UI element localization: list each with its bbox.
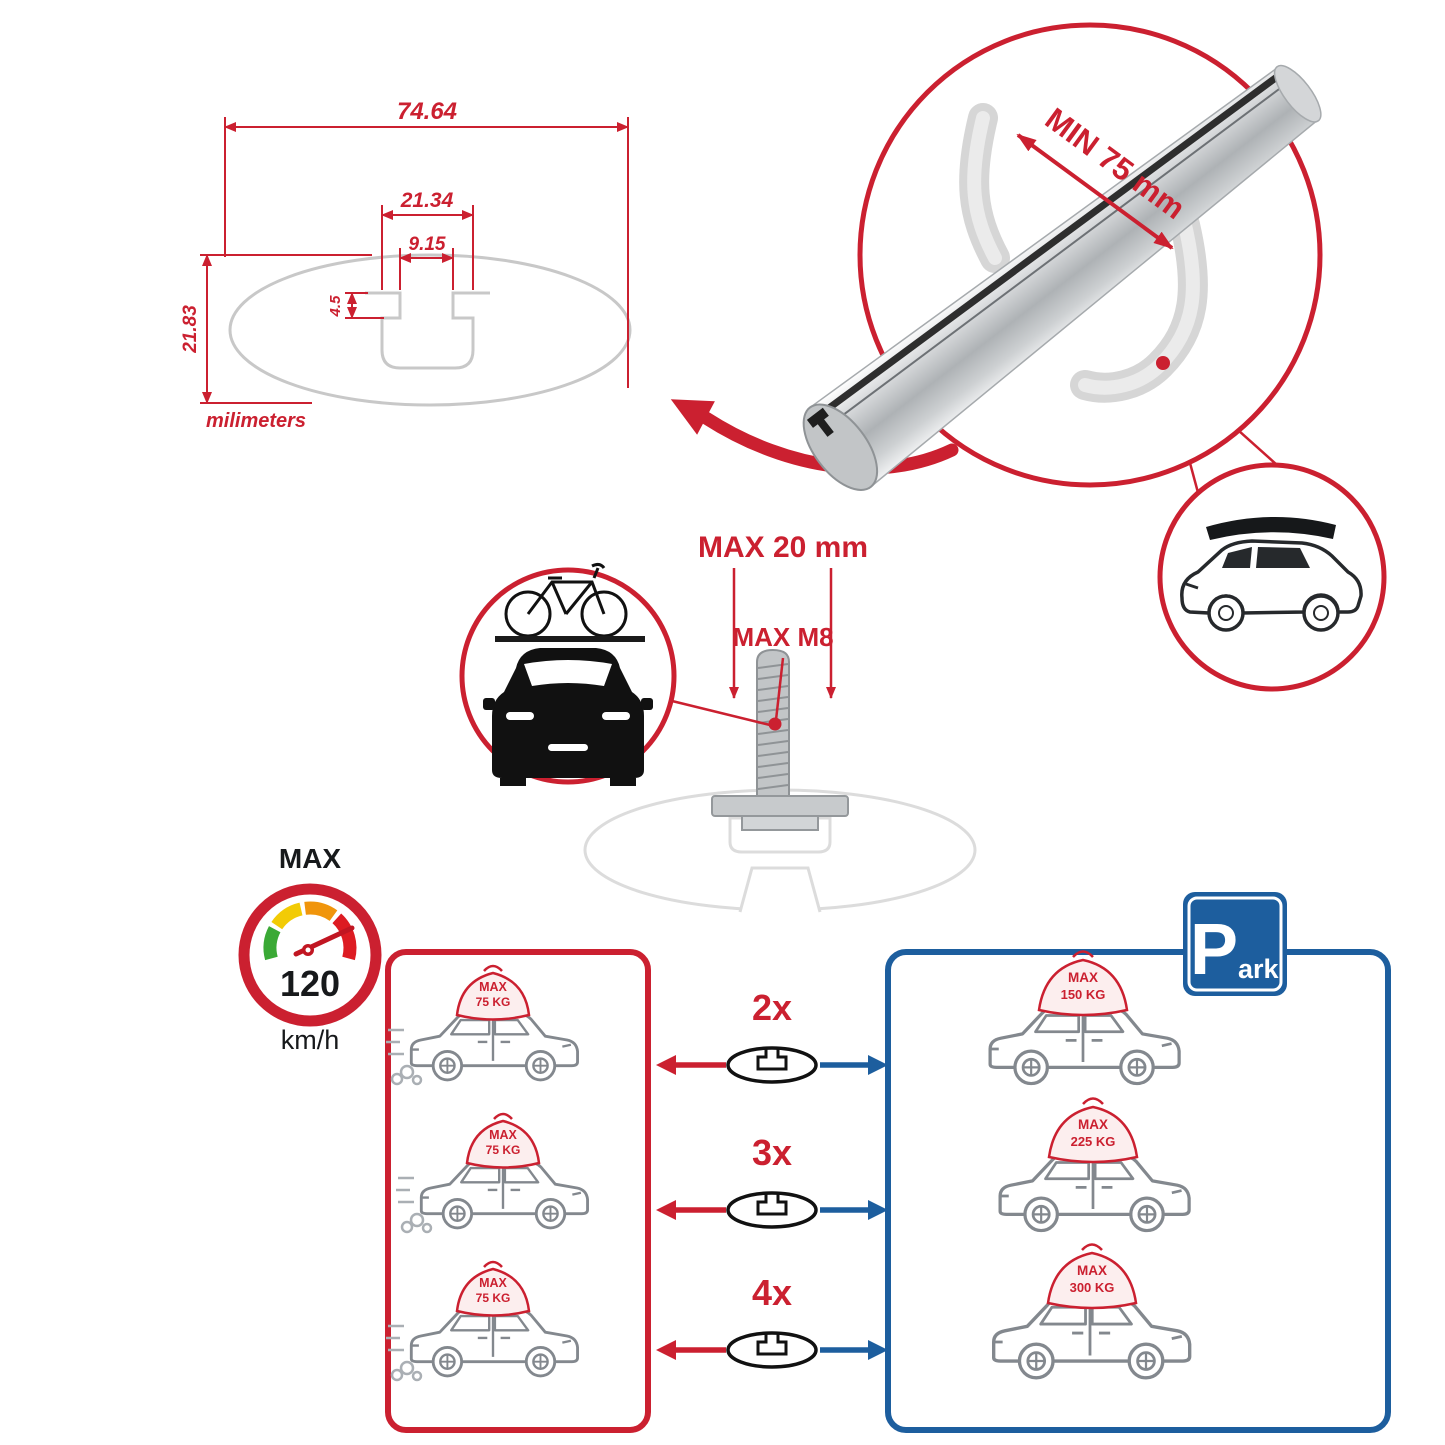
roofbox-suv-icon [1180,516,1363,632]
suv-icon [409,1306,579,1378]
bag-value: 75 KG [476,995,511,1009]
car-front-icon [483,648,653,786]
parking-rest: ark [1238,954,1280,984]
left-arrowhead [656,1055,676,1075]
dim-lip-depth: 4.5 [327,295,344,318]
bag-label: MAX [1068,970,1098,985]
callout-dot [768,717,782,731]
dim-channel-outer: 21.34 [400,189,454,212]
speed-value: 120 [280,963,340,1004]
right-arrowhead [868,1055,888,1075]
dimension-lines [200,117,629,404]
multiplier-row: 4x [656,1272,888,1369]
speed-limit-badge: MAX 120 km/h [238,843,382,1055]
bolt-max-thread-label: MAX M8 [732,622,833,652]
left-arrowhead [656,1340,676,1360]
multiplier-row: 2x [656,987,888,1084]
bag-value: 75 KG [476,1291,511,1305]
roof-bag-icon: MAX 300 KG [1046,1243,1138,1310]
bag-value: 75 KG [486,1143,521,1157]
crossbar-section-icon [726,1191,818,1229]
roof-bag-icon: MAX 75 KG [455,964,531,1021]
roof-bag-icon: MAX 150 KG [1037,950,1129,1017]
bag-value: 150 KG [1061,987,1106,1002]
bag-label: MAX [479,1276,507,1290]
bag-label: MAX [1078,1117,1108,1132]
crossbar-closeup: MIN 75 mm [802,22,1323,501]
bolt-max-length-label: MAX 20 mm [698,531,868,564]
t-slot-profile [365,291,490,370]
driving-load-box: MAX 75 KG MAX 75 KG MAX 75 KG [385,949,651,1433]
bag-label: MAX [489,1128,517,1142]
bike-car-inset [459,562,771,786]
multiplier-label: 4x [752,1272,792,1313]
bag-label: MAX [1077,1263,1107,1278]
motion-lines [386,1028,423,1086]
parked-load-box: MAX 150 KG MAX 225 KG MAX 300 KG [885,949,1391,1433]
bag-value: 225 KG [1071,1134,1116,1149]
suv-icon [991,1295,1192,1380]
roofbox-suv-inset [1157,462,1387,692]
bolt-icon [711,648,849,831]
bolt-spec: MAX 20 mm MAX M8 [583,531,977,913]
suv-icon [998,1151,1191,1233]
dim-total-height: 21.83 [180,305,201,354]
callout-dot [1156,356,1170,370]
speed-unit: km/h [281,1025,340,1055]
suv-icon [419,1158,589,1230]
roof-bag-icon: MAX 75 KG [455,1260,531,1317]
gauge-arc [263,901,357,961]
dim-channel-opening: 9.15 [409,234,446,255]
roof-bar [495,636,645,642]
parking-sign-icon: P ark [1183,892,1287,996]
roof-bag-icon: MAX 75 KG [465,1112,541,1169]
parking-initial: P [1190,910,1238,990]
crossbar-section-icon [726,1046,818,1084]
left-arrowhead [656,1200,676,1220]
suv-icon [988,1004,1181,1086]
crossbar-section-icon [726,1331,818,1369]
roof-bag-icon: MAX 225 KG [1047,1097,1139,1164]
needle-icon [293,925,355,957]
connector-line [667,698,771,727]
min-grip-arrow-icon [1016,133,1174,250]
multiplier-label: 2x [752,987,792,1028]
bag-value: 300 KG [1070,1280,1115,1295]
suv-icon [409,1010,579,1082]
right-arrowhead [868,1340,888,1360]
motion-lines [386,1324,423,1382]
bag-label: MAX [479,980,507,994]
multiplier-row: 3x [656,1132,888,1229]
units-label: milimeters [206,410,306,432]
section-slot [756,1048,788,1071]
speed-max-label: MAX [279,843,342,874]
dim-total-width: 74.64 [397,98,457,125]
section-slot [756,1193,788,1216]
faint-foot [738,866,822,913]
motion-lines [396,1176,433,1234]
right-arrowhead [868,1200,888,1220]
multiplier-label: 3x [752,1132,792,1173]
bolt-dim-lines [729,568,836,721]
cross-section-diagram: 74.64 21.34 9.15 4.5 21.83 milimeters [180,98,632,432]
section-slot [756,1333,788,1356]
